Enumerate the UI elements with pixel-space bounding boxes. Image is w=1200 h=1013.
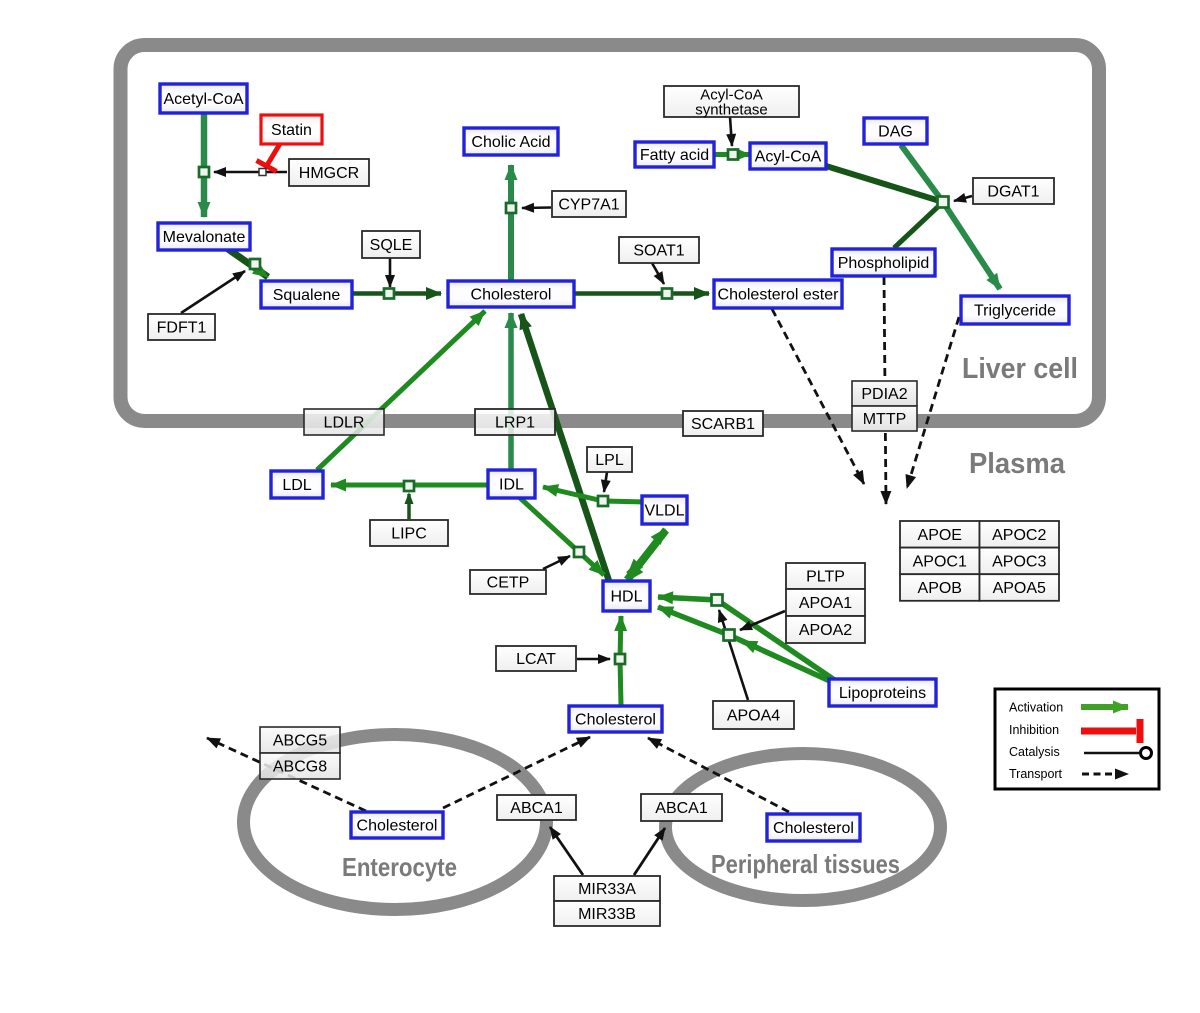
svg-text:APOE: APOE <box>918 527 962 544</box>
svg-text:LDLR: LDLR <box>324 415 365 432</box>
svg-text:synthetase: synthetase <box>695 101 768 118</box>
svg-text:Liver cell: Liver cell <box>962 353 1078 385</box>
svg-text:Catalysis: Catalysis <box>1009 745 1060 759</box>
svg-text:APOC2: APOC2 <box>992 527 1046 544</box>
svg-text:FDFT1: FDFT1 <box>157 320 207 337</box>
svg-text:DGAT1: DGAT1 <box>987 184 1039 201</box>
svg-text:SOAT1: SOAT1 <box>633 243 684 260</box>
svg-text:Squalene: Squalene <box>273 287 341 304</box>
svg-text:Acyl-CoA: Acyl-CoA <box>700 86 763 103</box>
svg-text:MTTP: MTTP <box>863 411 907 428</box>
svg-text:Mevalonate: Mevalonate <box>163 229 246 246</box>
svg-text:APOA1: APOA1 <box>799 595 852 612</box>
svg-text:Transport: Transport <box>1009 767 1063 781</box>
svg-text:DAG: DAG <box>878 124 913 141</box>
svg-text:ABCG5: ABCG5 <box>273 733 327 750</box>
svg-text:Acyl-CoA: Acyl-CoA <box>755 149 822 166</box>
svg-text:PDIA2: PDIA2 <box>861 386 907 403</box>
svg-text:Activation: Activation <box>1009 701 1063 715</box>
svg-text:Lipoproteins: Lipoproteins <box>839 685 926 702</box>
svg-text:ABCA1: ABCA1 <box>510 800 563 817</box>
svg-text:ABCG8: ABCG8 <box>273 759 327 776</box>
svg-text:PLTP: PLTP <box>806 569 845 586</box>
svg-text:Fatty acid: Fatty acid <box>640 147 709 164</box>
svg-text:Statin: Statin <box>271 122 312 139</box>
svg-text:Peripheral tissues: Peripheral tissues <box>711 849 900 879</box>
svg-text:Plasma: Plasma <box>969 448 1066 480</box>
svg-text:APOB: APOB <box>918 580 962 597</box>
svg-text:MIR33A: MIR33A <box>578 881 636 898</box>
svg-text:SCARB1: SCARB1 <box>691 416 755 433</box>
svg-text:Cholic Acid: Cholic Acid <box>471 134 550 151</box>
svg-text:VLDL: VLDL <box>644 503 684 520</box>
svg-text:ABCA1: ABCA1 <box>655 800 708 817</box>
svg-text:HDL: HDL <box>610 589 642 606</box>
svg-text:HMGCR: HMGCR <box>299 165 359 182</box>
svg-text:Phospholipid: Phospholipid <box>838 255 930 272</box>
svg-text:Cholesterol: Cholesterol <box>575 712 656 729</box>
svg-text:Triglyceride: Triglyceride <box>974 303 1056 320</box>
svg-text:Cholesterol ester: Cholesterol ester <box>718 287 840 304</box>
svg-text:APOA5: APOA5 <box>993 580 1046 597</box>
svg-text:CYP7A1: CYP7A1 <box>558 197 619 214</box>
svg-text:Cholesterol: Cholesterol <box>357 818 438 835</box>
svg-text:Inhibition: Inhibition <box>1009 723 1059 737</box>
svg-text:Cholesterol: Cholesterol <box>471 287 552 304</box>
svg-text:APOC1: APOC1 <box>913 554 967 571</box>
svg-text:MIR33B: MIR33B <box>578 906 636 923</box>
svg-text:CETP: CETP <box>487 575 530 592</box>
svg-text:SQLE: SQLE <box>370 237 413 254</box>
svg-text:LCAT: LCAT <box>516 651 556 668</box>
svg-text:LRP1: LRP1 <box>495 415 535 432</box>
svg-text:LPL: LPL <box>595 452 624 469</box>
svg-text:Enterocyte: Enterocyte <box>342 852 457 882</box>
svg-text:LIPC: LIPC <box>391 526 427 543</box>
svg-text:Acetyl-CoA: Acetyl-CoA <box>163 91 243 108</box>
svg-text:Cholesterol: Cholesterol <box>773 820 854 837</box>
svg-text:APOA4: APOA4 <box>727 708 780 725</box>
svg-text:APOC3: APOC3 <box>992 554 1046 571</box>
svg-text:APOA2: APOA2 <box>799 622 852 639</box>
svg-text:LDL: LDL <box>282 477 311 494</box>
svg-text:IDL: IDL <box>499 477 524 494</box>
